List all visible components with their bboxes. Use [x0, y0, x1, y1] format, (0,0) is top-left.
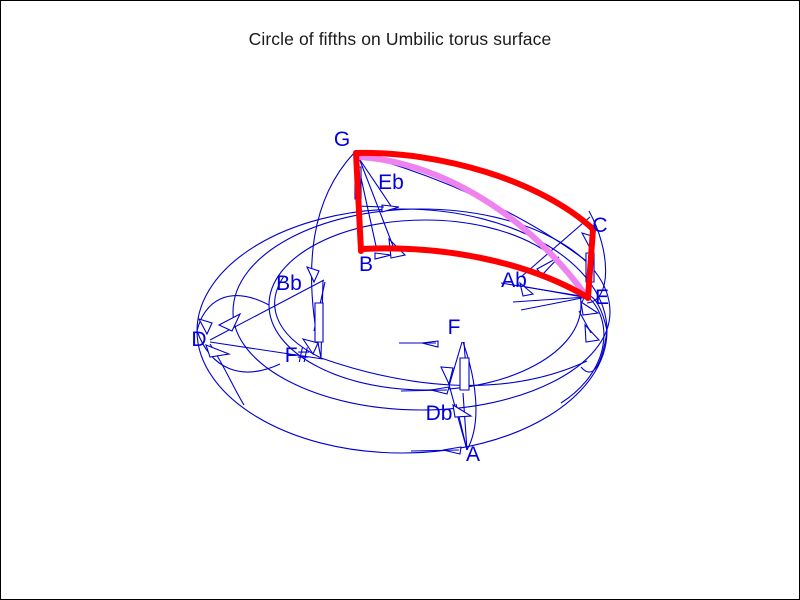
- profile-arc-left-lower: [196, 330, 281, 373]
- tangent-stem-midband: [400, 389, 448, 392]
- profile-arc-right-lower: [580, 330, 608, 373]
- connector-f-fan-1: [448, 341, 463, 387]
- tangent-arrow-g: [381, 204, 400, 213]
- normal-marker-bb: [314, 302, 324, 343]
- note-label-A[interactable]: A: [466, 443, 480, 466]
- tangent-arrow-e2: [584, 323, 601, 343]
- profile-arc-left: [196, 295, 270, 332]
- tangent-arrow-db-a: [452, 403, 473, 418]
- cross-section-arc-bb: [274, 275, 322, 359]
- note-label-C[interactable]: C: [592, 214, 607, 237]
- red-arc-upper: [353, 149, 596, 232]
- note-label-Eb[interactable]: Eb: [378, 171, 404, 194]
- seam-line-2: [320, 357, 588, 386]
- outer-bottom-rim: [196, 330, 608, 454]
- note-label-E[interactable]: E: [595, 286, 609, 309]
- tangent-arrow-f: [421, 340, 439, 348]
- connector-b-fan-3: [357, 156, 394, 210]
- connector-a-fan-2: [462, 392, 468, 451]
- normal-marker-db: [459, 357, 470, 391]
- connector-ab-c: [520, 216, 591, 278]
- note-label-G[interactable]: G: [334, 128, 350, 151]
- tangent-stem-a: [410, 449, 460, 452]
- tangent-arrow-d-fsharp: [205, 344, 232, 358]
- cross-section-arc-e: [586, 210, 607, 304]
- connector-d-bb: [209, 279, 325, 341]
- tangent-arrow-bb: [305, 266, 320, 284]
- note-label-Db[interactable]: Db: [426, 402, 453, 425]
- normal-arrow-db: [440, 366, 454, 386]
- tangent-arrow-b: [374, 252, 392, 260]
- connector-e-fan-1: [500, 282, 588, 298]
- tangent-arrow-d: [197, 318, 213, 336]
- connector-e-fan-3: [520, 296, 588, 311]
- tangent-arrow-ab: [519, 281, 535, 297]
- tangent-stem-e2: [578, 310, 592, 334]
- note-label-Fsharp[interactable]: F#: [285, 344, 310, 367]
- tangent-arrow-d-bb: [217, 312, 242, 332]
- note-label-D[interactable]: D: [191, 328, 206, 351]
- cross-section-arc-e2: [560, 295, 605, 404]
- red-arc-lower: [358, 245, 590, 300]
- note-label-Ab[interactable]: Ab: [501, 269, 527, 292]
- normal-stem-eb: [358, 157, 394, 247]
- note-label-Bb[interactable]: Bb: [276, 272, 302, 295]
- red-edge-left: [353, 150, 364, 254]
- tangent-arrow-e: [580, 300, 600, 316]
- cross-section-arc-a: [462, 341, 477, 451]
- note-label-F[interactable]: F: [448, 316, 461, 339]
- connector-d-fsharp: [209, 341, 324, 360]
- middle-band-lower: [232, 311, 611, 411]
- violet-geodesic-curve: [356, 154, 590, 300]
- page-title: Circle of fifths on Umbilic torus surfac…: [248, 29, 552, 49]
- note-label-B[interactable]: B: [359, 253, 373, 276]
- profile-arc-right: [580, 295, 608, 332]
- red-highlight-boundary: [353, 149, 596, 301]
- note-labels: G Eb B Bb D F# F Db A Ab C E: [191, 128, 609, 466]
- red-edge-right: [585, 226, 596, 301]
- tangent-arrow-fsharp: [301, 338, 319, 356]
- connector-e-fan-2: [512, 296, 588, 303]
